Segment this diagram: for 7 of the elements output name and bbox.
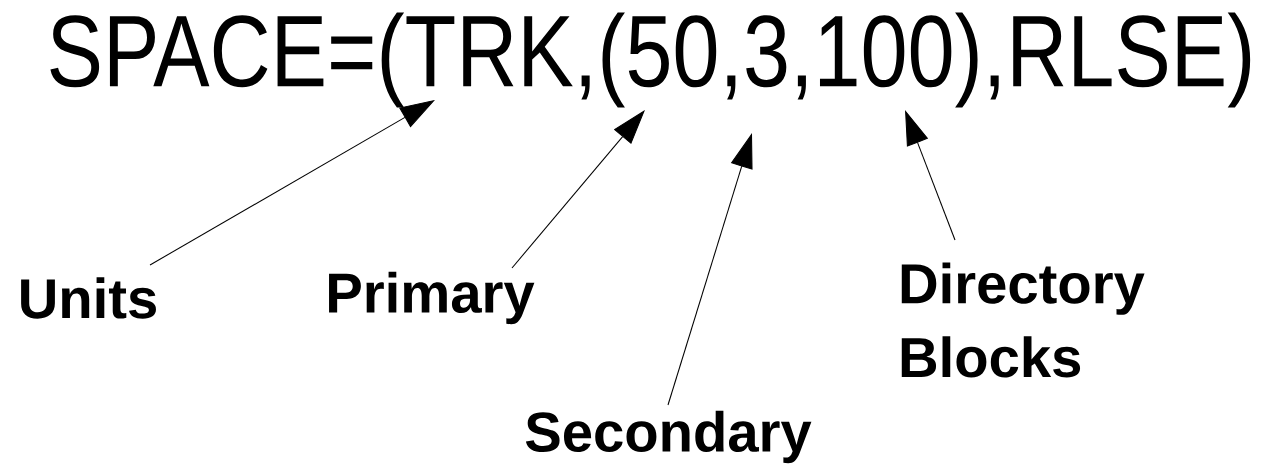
leader-line <box>149 100 435 266</box>
callout-label: Primary <box>329 271 535 325</box>
leader-line <box>511 110 645 269</box>
callout-label: Directory Blocks <box>901 262 1145 378</box>
callout-label: Secondary <box>525 410 812 464</box>
callout-label: Units <box>21 277 156 319</box>
statement-text: SPACE=(TRK,(50,3,100),RLSE) <box>50 12 1251 108</box>
